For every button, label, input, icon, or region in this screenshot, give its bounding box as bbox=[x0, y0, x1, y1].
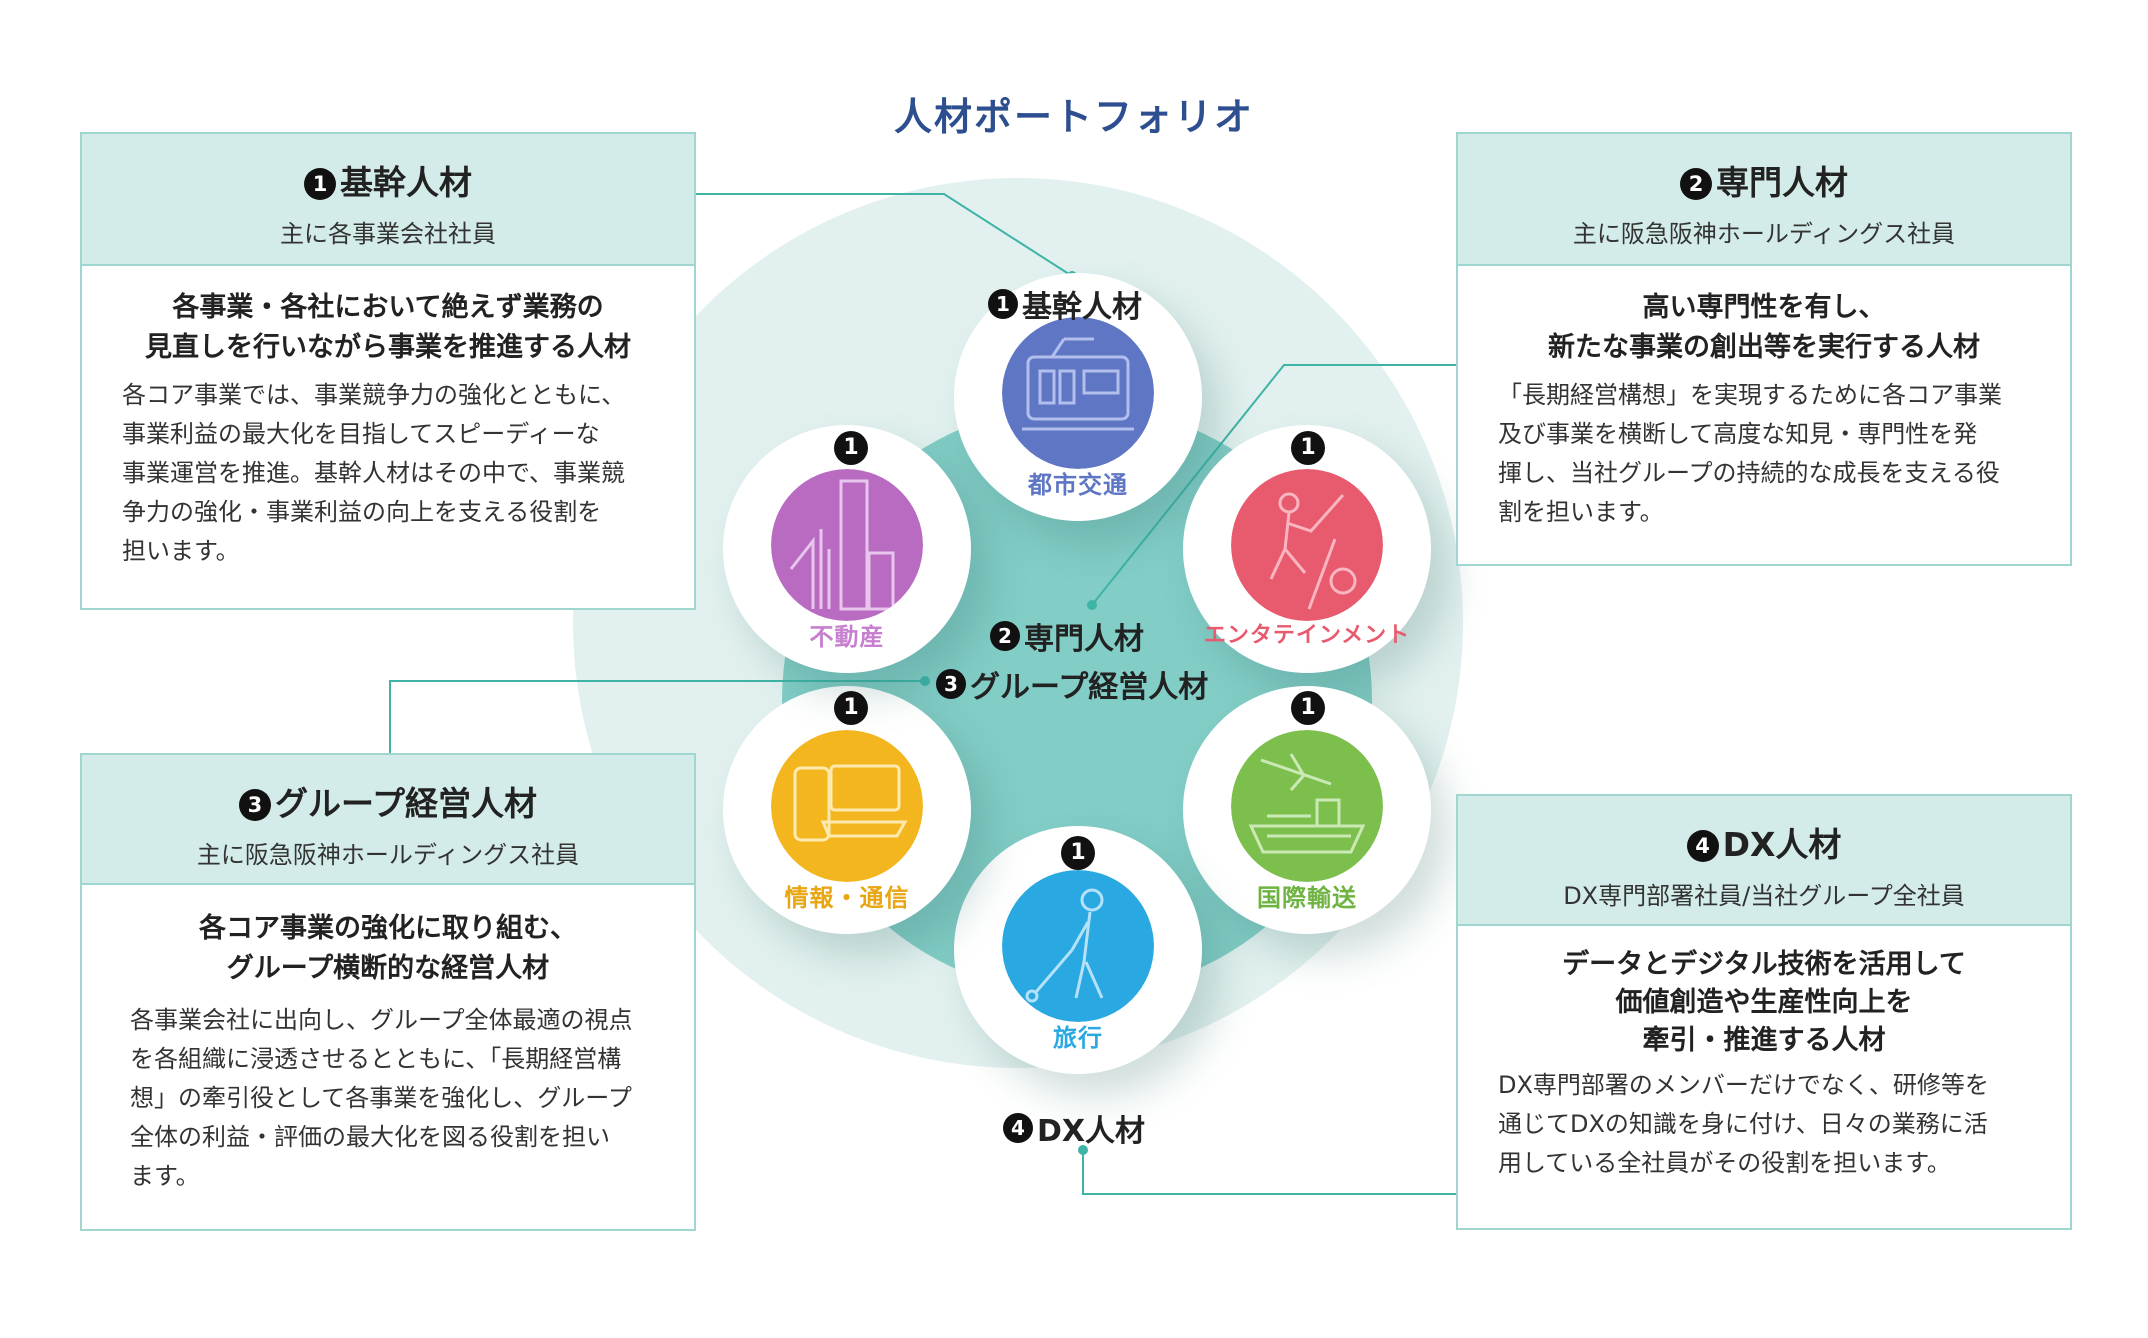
card-body: 「長期経営構想」を実現するために各コア事業及び事業を横断して高度な知見・専門性を… bbox=[1498, 381, 2002, 526]
card-lead: 各コア事業の強化に取り組む、グループ横断的な経営人材 bbox=[199, 913, 577, 984]
device-icon bbox=[771, 730, 923, 882]
segment-label: 不動産 bbox=[809, 623, 885, 651]
segment-label: 情報・通信 bbox=[784, 884, 910, 912]
segment-urban-transport: 都市交通 bbox=[954, 273, 1202, 521]
page-title: 人材ポートフォリオ bbox=[893, 95, 1254, 139]
segment-label: 都市交通 bbox=[1028, 471, 1128, 499]
ship-airplane-icon bbox=[1231, 730, 1383, 882]
segment-label: 旅行 bbox=[1053, 1024, 1103, 1052]
baseball-icon bbox=[1231, 469, 1383, 621]
segment-international-transport: 国際輸送 bbox=[1183, 686, 1431, 934]
segment-real-estate: 不動産 bbox=[723, 425, 971, 673]
card-subtitle: 主に阪急阪神ホールディングス社員 bbox=[1572, 220, 1956, 248]
card-body: DX専門部署のメンバーだけでなく、研修等を通じてDXの知識を身に付け、日々の業務… bbox=[1498, 1071, 1989, 1177]
segment-marker-travel: 1 bbox=[1061, 836, 1095, 870]
segment-label: 国際輸送 bbox=[1257, 884, 1357, 912]
traveler-icon bbox=[1002, 870, 1154, 1022]
card-body: 各事業会社に出向し、グループ全体最適の視点を各組織に浸透させるとともに、「長期経… bbox=[130, 1006, 633, 1190]
segment-information-communication: 情報・通信 bbox=[723, 686, 971, 934]
segment-marker-info-comm: 1 bbox=[834, 691, 868, 725]
card-subtitle: 主に各事業会社社員 bbox=[280, 220, 496, 248]
segment-label: エンタテインメント bbox=[1203, 623, 1411, 648]
segment-marker-entertainment: 1 bbox=[1291, 431, 1325, 465]
buildings-icon bbox=[771, 469, 923, 621]
card-lead: データとデジタル技術を活用して価値創造や生産性向上を牽引・推進する人材 bbox=[1562, 949, 1966, 1056]
card-lead: 高い専門性を有し、新たな事業の創出等を実行する人材 bbox=[1548, 292, 1980, 363]
train-icon bbox=[1002, 317, 1154, 469]
segment-marker-intl-transport: 1 bbox=[1291, 691, 1325, 725]
card-subtitle: DX専門部署社員/当社グループ全社員 bbox=[1563, 882, 1965, 910]
segment-marker-real-estate: 1 bbox=[834, 431, 868, 465]
card-lead: 各事業・各社において絶えず業務の見直しを行いながら事業を推進する人材 bbox=[145, 292, 631, 363]
card-subtitle: 主に阪急阪神ホールディングス社員 bbox=[196, 841, 580, 869]
card-body: 各コア事業では、事業競争力の強化とともに、事業利益の最大化を目指してスピーディー… bbox=[122, 381, 626, 565]
segment-entertainment: エンタテインメント bbox=[1183, 425, 1431, 673]
